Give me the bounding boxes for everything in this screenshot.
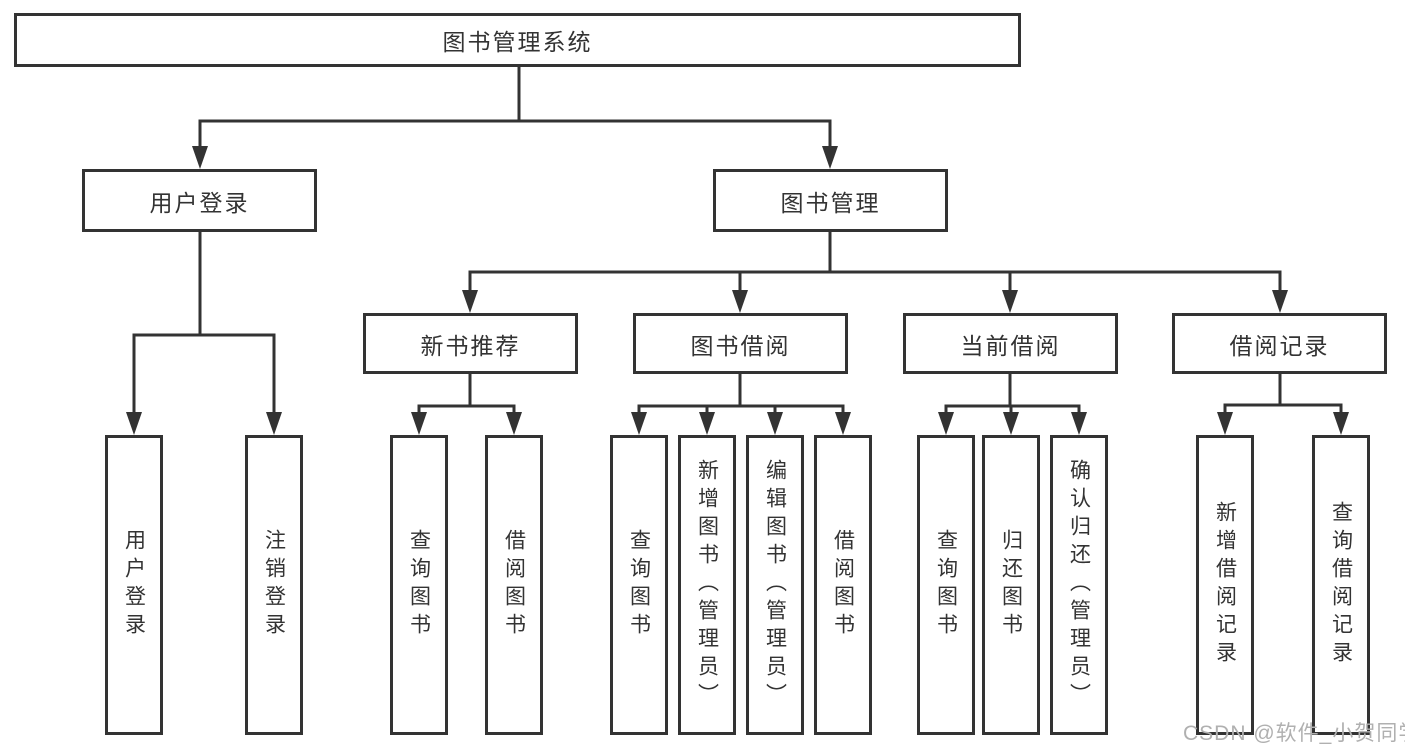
node-current-borrow: 当前借阅 [903,313,1118,374]
connector-user-login-to-leaves [132,230,276,418]
leaf-br-add-record-label: 新增借阅记录 [1213,501,1237,669]
node-book-borrow: 图书借阅 [633,313,848,374]
node-borrow-records: 借阅记录 [1172,313,1387,374]
leaf-cb-confirm-return: 确认归还（管理员） [1050,435,1108,735]
leaf-logout-label: 注销登录 [262,529,286,641]
connector-borrow-records-to-leaves [1223,372,1343,418]
leaf-nbr-borrow-book-label: 借阅图书 [502,529,526,641]
leaf-cb-query-book: 查询图书 [917,435,975,735]
csdn-watermark: CSDN @软件_小贺同学 [1183,722,1405,745]
leaf-bb-query-book: 查询图书 [610,435,668,735]
leaf-bb-add-book-label: 新增图书（管理员） [695,459,719,711]
leaf-logout: 注销登录 [245,435,303,735]
leaf-cb-return-book: 归还图书 [982,435,1040,735]
node-user-login: 用户登录 [82,169,317,232]
leaf-bb-edit-book-label: 编辑图书（管理员） [763,459,787,711]
leaf-br-query-record: 查询借阅记录 [1312,435,1370,735]
leaf-nbr-query-book: 查询图书 [390,435,448,735]
connector-new-book-rec-to-leaves [417,372,516,418]
leaf-br-query-record-label: 查询借阅记录 [1329,501,1353,669]
arrowheads [126,146,1349,435]
node-book-mgmt-label: 图书管理 [780,189,881,216]
node-borrow-records-label: 借阅记录 [1229,332,1330,359]
node-new-book-rec-label: 新书推荐 [420,332,521,359]
leaf-cb-return-book-label: 归还图书 [999,529,1023,641]
connector-book-mgmt-to-level3 [468,230,1282,296]
node-current-borrow-label: 当前借阅 [960,332,1061,359]
leaf-cb-confirm-return-label: 确认归还（管理员） [1067,459,1091,711]
node-book-borrow-label: 图书借阅 [690,332,791,359]
node-new-book-rec: 新书推荐 [363,313,578,374]
node-user-login-label: 用户登录 [149,189,250,216]
leaf-bb-borrow-book: 借阅图书 [814,435,872,735]
node-book-mgmt: 图书管理 [713,169,948,232]
connector-root-to-level2 [198,65,832,152]
leaf-br-add-record: 新增借阅记录 [1196,435,1254,735]
connector-book-borrow-to-leaves [637,372,845,418]
leaf-cb-query-book-label: 查询图书 [934,529,958,641]
leaf-nbr-query-book-label: 查询图书 [407,529,431,641]
leaf-user-login: 用户登录 [105,435,163,735]
connector-current-borrow-to-leaves [944,372,1081,418]
leaf-bb-borrow-book-label: 借阅图书 [831,529,855,641]
leaf-user-login-label: 用户登录 [122,529,146,641]
leaf-bb-add-book: 新增图书（管理员） [678,435,736,735]
node-root-label: 图书管理系统 [442,29,593,55]
leaf-bb-edit-book: 编辑图书（管理员） [746,435,804,735]
leaf-bb-query-book-label: 查询图书 [627,529,651,641]
leaf-nbr-borrow-book: 借阅图书 [485,435,543,735]
node-root: 图书管理系统 [14,13,1021,67]
